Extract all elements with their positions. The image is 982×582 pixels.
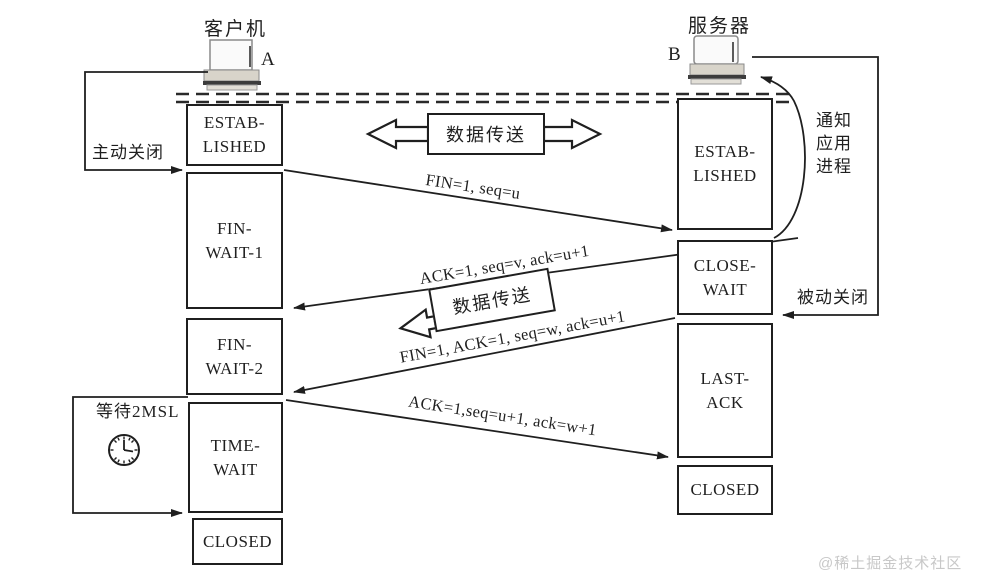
server-state-close-wait: CLOSE- WAIT [677, 240, 773, 315]
clock-icon [108, 434, 140, 466]
client-title: 客户机 [204, 19, 268, 40]
server-state-established: ESTAB- LISHED [677, 98, 773, 230]
client-state-closed: CLOSED [192, 518, 283, 565]
client-state-fin-wait-2: FIN- WAIT-2 [186, 318, 283, 395]
wait-2msl-path [72, 396, 188, 517]
server-state-last-ack: LAST- ACK [677, 323, 773, 458]
notify-app-curve [760, 76, 806, 239]
wait-2msl-label: 等待2MSL [96, 402, 180, 421]
ack2-segment-line [285, 399, 669, 460]
client-state-time-wait: TIME- WAIT [188, 402, 283, 513]
server-state-closed: CLOSED [677, 465, 773, 515]
notify-app-label: 通知 应用 进程 [816, 111, 852, 176]
data-transfer-box-top: 数据传送 [427, 113, 545, 155]
active-close-label: 主动关闭 [92, 143, 164, 162]
server-letter: B [668, 44, 681, 65]
client-letter: A [261, 49, 275, 70]
watermark: @稀土掘金技术社区 [818, 555, 963, 572]
fin-segment-line [283, 169, 673, 233]
server-computer-icon [688, 35, 746, 85]
client-state-established: ESTAB- LISHED [186, 104, 283, 166]
client-computer-icon [203, 39, 261, 91]
fin2-segment-line [293, 317, 676, 394]
client-state-fin-wait-1: FIN- WAIT-1 [186, 172, 283, 309]
passive-close-path [752, 56, 879, 319]
active-close-path [84, 71, 208, 174]
passive-close-label: 被动关闭 [797, 288, 869, 307]
server-title: 服务器 [688, 16, 752, 37]
